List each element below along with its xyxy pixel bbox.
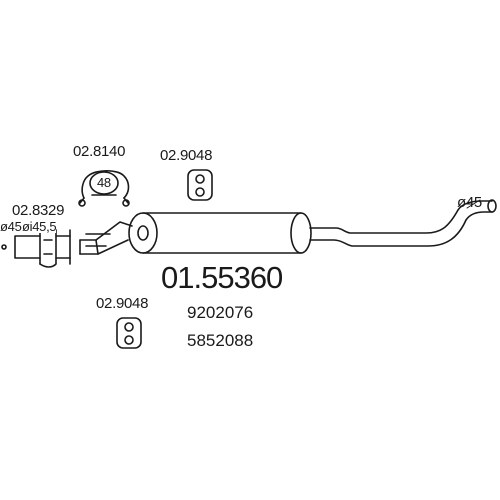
front-pipe-drawing bbox=[79, 221, 133, 255]
hanger-bottom-code-label: 02.9048 bbox=[96, 295, 149, 312]
main-part-ref-2: 5852088 bbox=[187, 331, 254, 350]
hanger-bottom-drawing bbox=[116, 317, 142, 349]
tailpipe-drawing bbox=[309, 199, 497, 247]
tailpipe-diameter-label: ø45 bbox=[457, 194, 482, 211]
connector-code-label: 02.8329 bbox=[12, 202, 65, 219]
main-part-ref-1: 9202076 bbox=[187, 303, 254, 322]
muffler-drawing bbox=[128, 212, 312, 254]
connector-inner-diameter-label: øi45,5 bbox=[22, 219, 57, 234]
main-part-code: 01.55360 bbox=[161, 260, 283, 295]
hanger-top-drawing bbox=[187, 169, 213, 201]
clamp-code-label: 02.8140 bbox=[73, 143, 126, 160]
clamp-size-label: 48 bbox=[97, 175, 111, 190]
hanger-top-code-label: 02.9048 bbox=[160, 147, 213, 164]
clamp-drawing bbox=[78, 169, 130, 207]
